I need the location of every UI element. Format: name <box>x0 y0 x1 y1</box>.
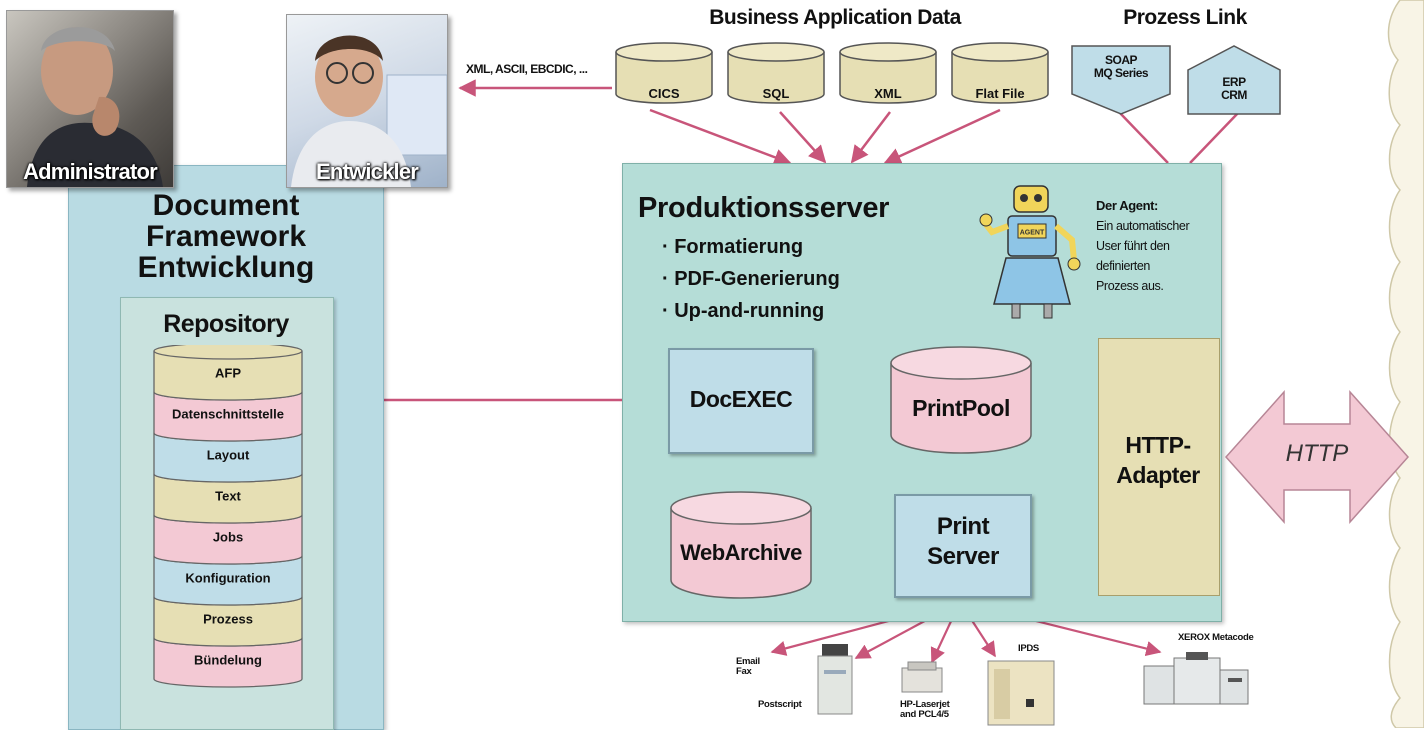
business-source-cylinder: Flat File <box>951 42 1049 104</box>
http-double-arrow <box>1224 390 1410 524</box>
http-arrow-label: HTTP <box>1285 440 1349 467</box>
postscript-label: Postscript <box>758 699 802 710</box>
entwickler-label: Entwickler <box>315 159 419 184</box>
print-server-box <box>894 494 1032 598</box>
erp-shape <box>1187 45 1281 115</box>
administrator-portrait-icon <box>27 26 163 187</box>
server-bullet-3: · Up-and-running <box>662 300 825 322</box>
business-source-cylinder: CICS <box>615 42 713 104</box>
soap-label: SOAP MQ Series <box>1093 53 1149 80</box>
business-source-label: SQL <box>763 86 790 101</box>
agent-description: Der Agent: Ein automatischer User führt … <box>1096 198 1190 293</box>
business-source-cylinder: XML <box>839 42 937 104</box>
repository-layer-label: Layout <box>207 448 250 463</box>
print-server-label: Print Server <box>927 513 999 570</box>
robot-agent-icon: AGENT <box>979 185 1081 319</box>
http-adapter-label: HTTP- Adapter <box>1116 432 1200 488</box>
printpool-cylinder <box>890 346 1032 454</box>
server-title: Produktionsserver <box>638 192 890 224</box>
webarchive-cylinder <box>670 491 812 599</box>
hp-label: HP-Laserjet and PCL4/5 <box>900 699 950 720</box>
repository-layer-label: AFP <box>215 366 241 381</box>
hp-laserjet-icon <box>901 661 943 693</box>
soap-shape <box>1071 45 1171 115</box>
business-data-title: Business Application Data <box>709 6 961 29</box>
server-bullet-2: · PDF-Generierung <box>662 268 840 290</box>
prozess-link-title: Prozess Link <box>1123 6 1247 29</box>
repository-layer-label: Jobs <box>213 530 243 545</box>
postscript-printer-icon <box>817 644 853 715</box>
prozess-link-shapes <box>1071 45 1281 115</box>
repository-layer-label: Prozess <box>203 612 253 627</box>
repository-stack: Bündelung Prozess Konfiguration Jobs Text Lay… <box>153 345 303 688</box>
erp-label: ERP CRM <box>1221 75 1247 102</box>
ipds-label: IPDS <box>1018 643 1039 654</box>
entwickler-portrait-icon <box>291 35 447 187</box>
internet-cloud <box>1387 0 1424 728</box>
docexec-label: DocEXEC <box>689 386 793 412</box>
administrator-photo: Administrator <box>6 10 174 188</box>
repository-layer-label: Konfiguration <box>185 571 270 586</box>
entwickler-photo: Entwickler <box>286 14 448 188</box>
business-source-label: Flat File <box>975 86 1024 101</box>
repository-title: Repository <box>163 310 289 338</box>
business-source-label: CICS <box>648 86 679 101</box>
business-source-cylinder: SQL <box>727 42 825 104</box>
business-data-sources: CICS SQL XML Flat File <box>615 42 1049 104</box>
framework-title: Document Framework Entwicklung <box>137 189 315 284</box>
webarchive-label: WebArchive <box>680 540 802 565</box>
printpool-label: PrintPool <box>912 395 1010 421</box>
repository-layer-label: Datenschnittstelle <box>172 407 284 422</box>
formats-label: XML, ASCII, EBCDIC, ... <box>466 62 588 76</box>
xerox-label: XEROX Metacode <box>1178 632 1254 643</box>
repository-layer-label: Bündelung <box>194 653 262 668</box>
http-adapter-box <box>1098 338 1220 596</box>
ipds-printer-icon <box>987 660 1055 726</box>
repository-layer-label: Text <box>215 489 241 504</box>
docexec-box <box>668 348 814 454</box>
business-source-label: XML <box>874 86 902 101</box>
xerox-printer-icon <box>1143 652 1249 705</box>
server-bullet-1: · Formatierung <box>662 236 804 258</box>
repository-layer: AFP <box>153 345 303 401</box>
email-fax-label: Email Fax <box>736 656 760 677</box>
robot-badge: AGENT <box>1020 230 1045 237</box>
administrator-label: Administrator <box>23 159 158 184</box>
